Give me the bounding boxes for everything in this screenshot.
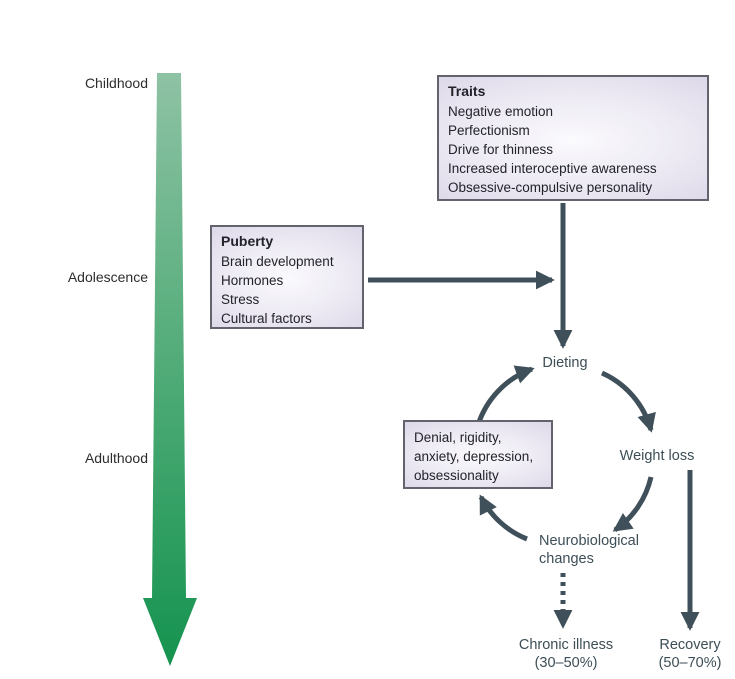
timeline-label-adolescence: Adolescence [67, 269, 148, 285]
timeline-label-childhood: Childhood [84, 75, 148, 91]
recovery-rate: (50–70%) [658, 655, 722, 671]
traits-item: Drive for thinness [448, 142, 554, 157]
puberty-box: Puberty Brain development Hormones Stres… [210, 225, 364, 329]
traits-item: Negative emotion [448, 104, 554, 119]
chronic-illness-rate: (30–50%) [534, 655, 598, 671]
denial-line: obsessionality [414, 468, 499, 483]
puberty-box-title: Puberty [221, 233, 274, 249]
traits-item: Obsessive-compulsive personality [448, 180, 653, 195]
chronic-illness-name: Chronic illness [518, 637, 614, 653]
traits-box: Traits Negative emotion Perfectionism Dr… [437, 75, 709, 201]
puberty-item: Stress [221, 292, 260, 307]
denial-line: Denial, rigidity, [414, 430, 502, 445]
recovery-label: Recovery (50–70%) [638, 636, 735, 672]
timeline-label-adulthood: Adulthood [84, 450, 148, 466]
puberty-item: Brain development [221, 254, 334, 269]
weightloss-to-neurobiological-arrow [612, 476, 654, 533]
neurobiological-line2: changes [539, 551, 594, 567]
traits-box-title: Traits [448, 83, 486, 99]
neurobiological-line1: Neurobiological [539, 533, 639, 549]
denial-box: Denial, rigidity, anxiety, depression, o… [403, 420, 553, 489]
chronic-illness-label: Chronic illness (30–50%) [506, 636, 626, 672]
dieting-to-weightloss-arrow [600, 370, 656, 433]
timeline-arrow-icon [143, 73, 197, 666]
traits-item: Perfectionism [448, 123, 530, 138]
neurobiological-changes-label: Neurobiological changes [539, 532, 669, 568]
denial-line: anxiety, depression, [414, 449, 534, 464]
puberty-item: Cultural factors [221, 311, 312, 326]
traits-item: Increased interoceptive awareness [448, 161, 657, 176]
recovery-name: Recovery [659, 637, 721, 653]
weight-loss-label: Weight loss [619, 448, 695, 464]
puberty-item: Hormones [221, 273, 284, 288]
dieting-label: Dieting [542, 355, 588, 371]
denial-to-dieting-arrow [475, 365, 535, 426]
neurobiological-to-denial-arrow [478, 494, 528, 542]
